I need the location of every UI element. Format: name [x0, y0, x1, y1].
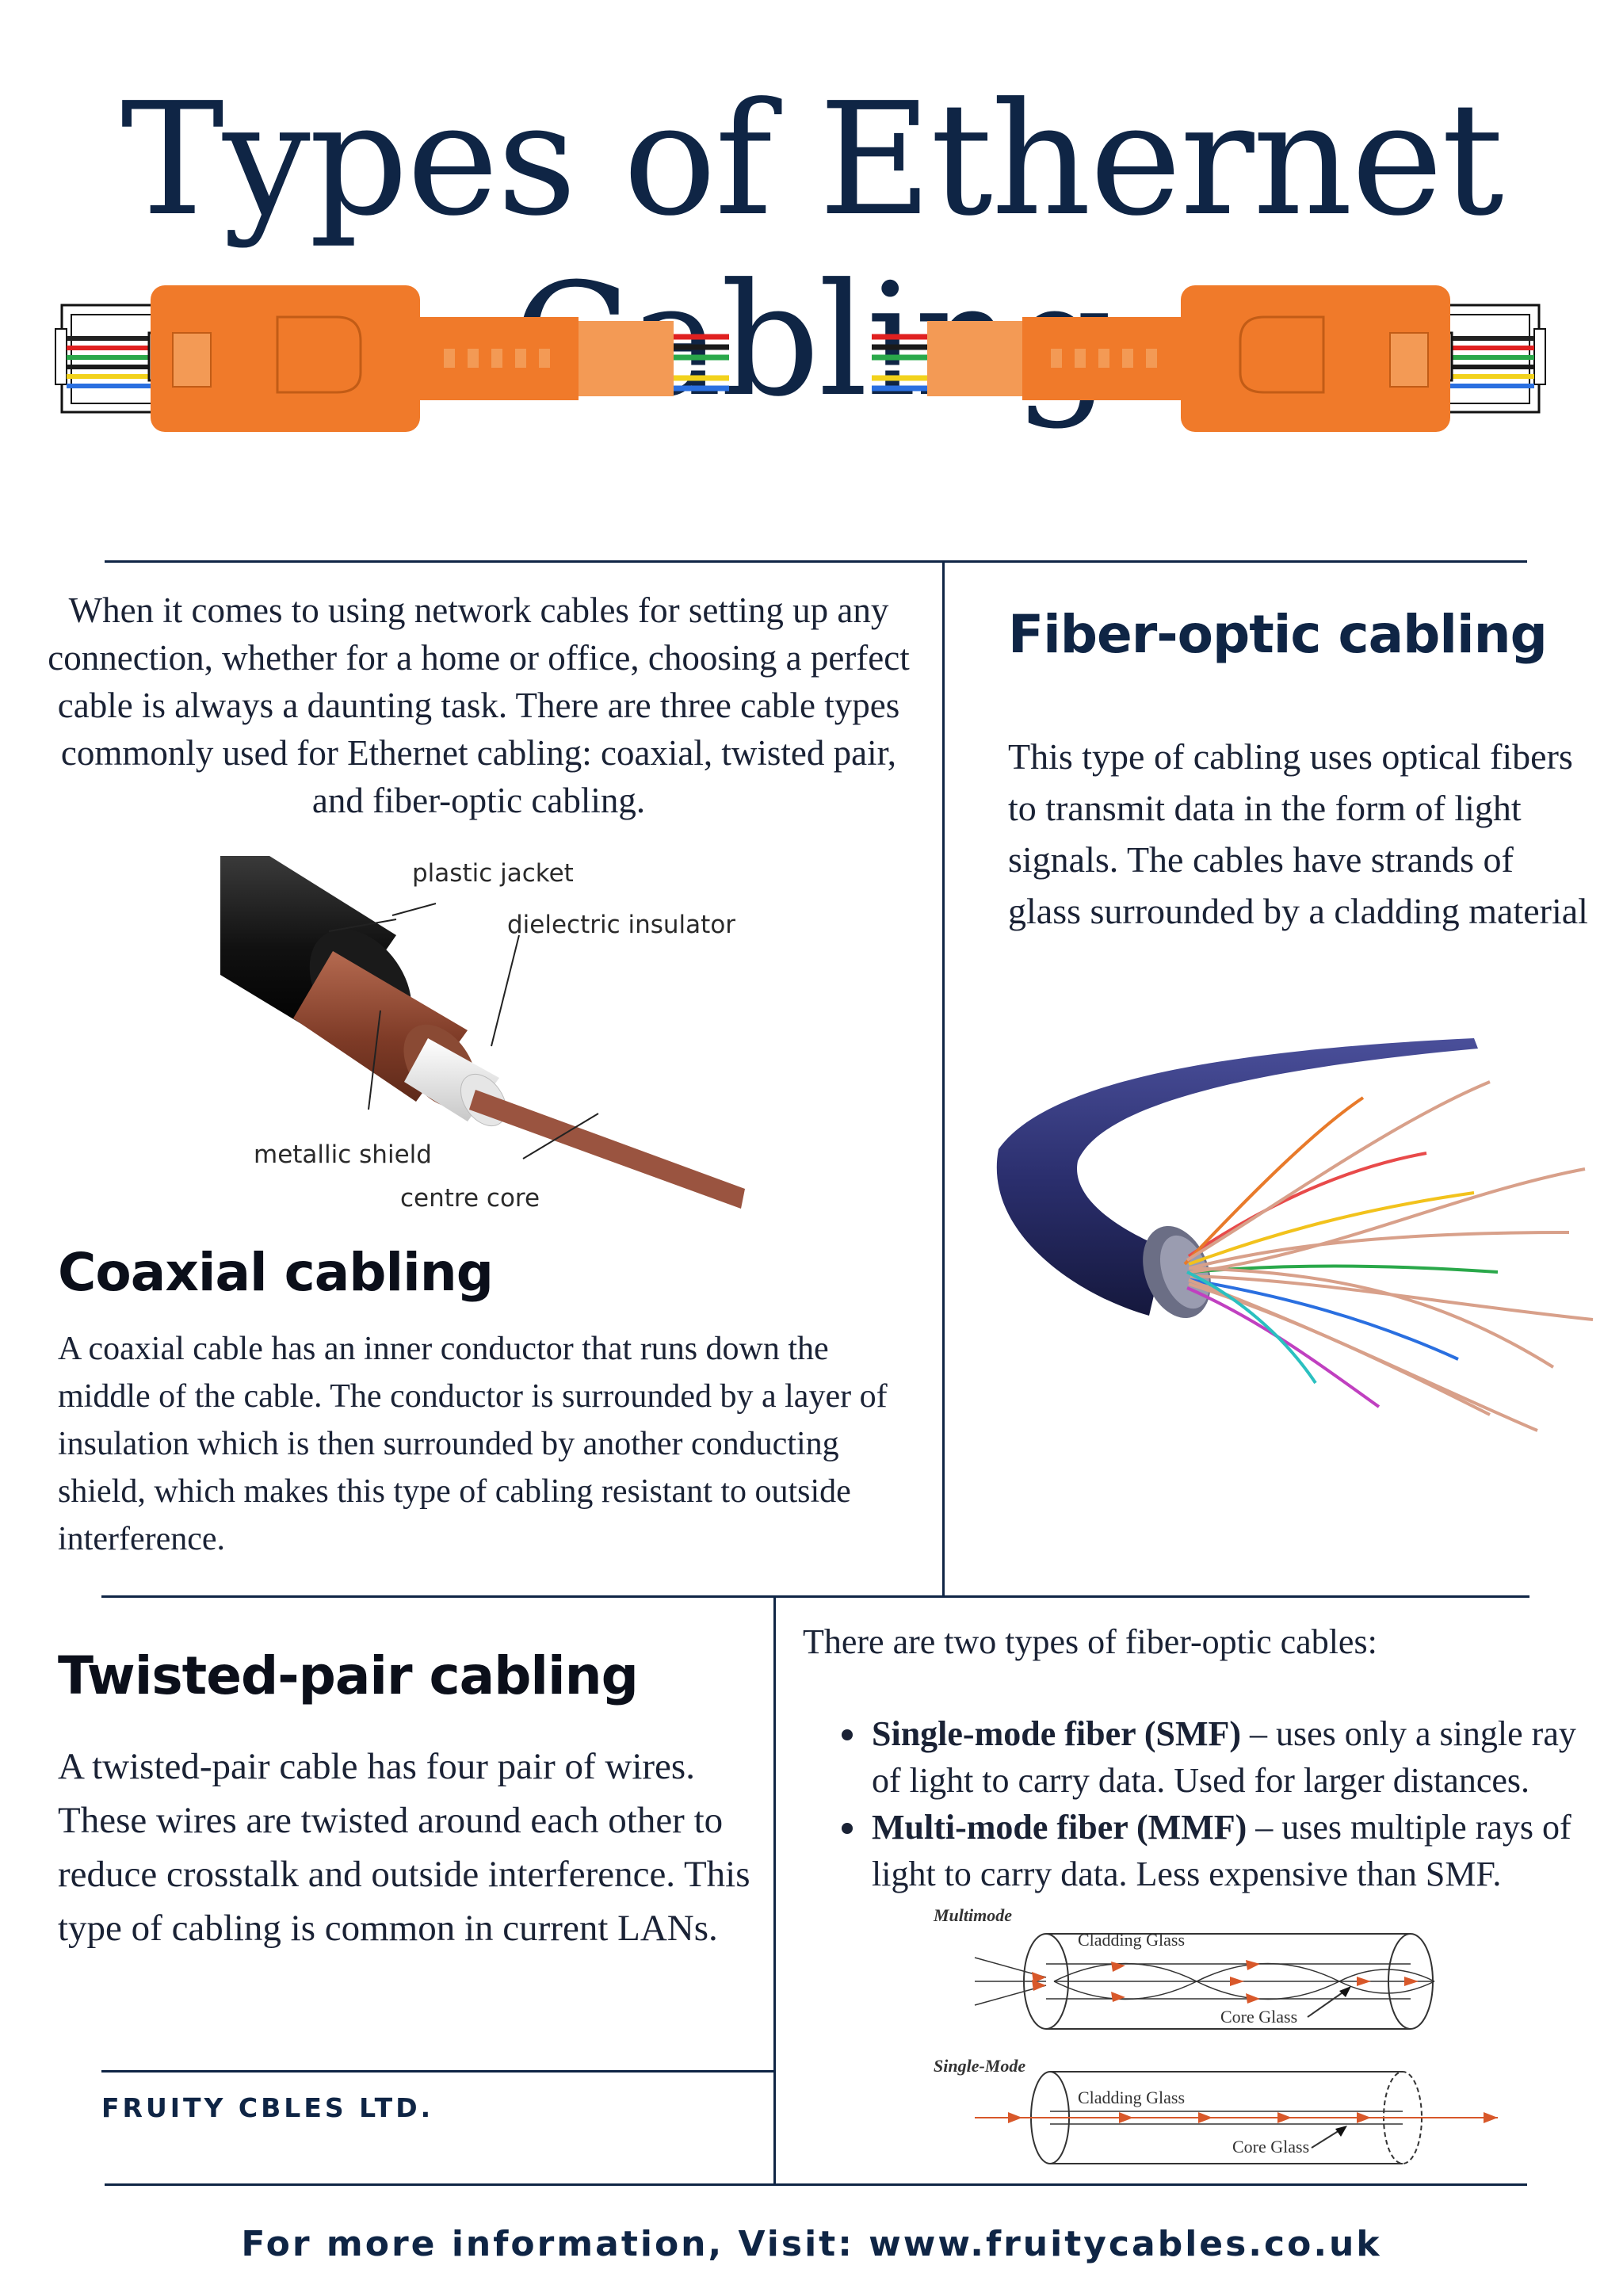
singlemode-label: Single-Mode	[934, 2056, 1025, 2076]
company-name: FRUITY CBLES LTD.	[101, 2092, 434, 2123]
twisted-pair-heading: Twisted-pair cabling	[58, 1645, 639, 1706]
coaxial-body: A coaxial cable has an inner conductor t…	[58, 1331, 888, 1557]
smf-term: Single-mode fiber (SMF)	[872, 1714, 1242, 1753]
divider-middle	[101, 1595, 1529, 1598]
mmf-term: Multi-mode fiber (MMF)	[872, 1808, 1247, 1847]
fiber-mode-diagram: Multimode Cladding Glass Core Glass Sing…	[933, 1905, 1498, 2164]
coaxial-cable-diagram: plastic jacket dielectric insulator meta…	[220, 856, 745, 1213]
label-dielectric-insulator: dielectric insulator	[507, 911, 735, 939]
fiber-types-list: Single-mode fiber (SMF) – uses only a si…	[838, 1710, 1599, 1897]
right-rj45-plug	[872, 285, 1546, 432]
bullet-icon	[842, 1823, 853, 1834]
singlemode-cladding-label: Cladding Glass	[1078, 2088, 1185, 2107]
divider-bottom	[105, 2183, 1527, 2186]
divider-vertical-upper	[942, 560, 945, 1597]
fiber-types-intro: There are two types of fiber-optic cable…	[803, 1622, 1377, 1661]
coaxial-heading: Coaxial cabling	[58, 1242, 494, 1303]
intro-paragraph: When it comes to using network cables fo…	[48, 590, 910, 820]
left-rj45-plug	[55, 285, 729, 432]
twisted-pair-body: A twisted-pair cable has four pair of wi…	[58, 1746, 750, 1949]
list-item-mmf: Multi-mode fiber (MMF) – uses multiple r…	[838, 1804, 1599, 1897]
label-centre-core: centre core	[400, 1184, 540, 1213]
multimode-label: Multimode	[933, 1905, 1012, 1925]
fiber-heading: Fiber-optic cabling	[1008, 604, 1548, 665]
list-item-smf: Single-mode fiber (SMF) – uses only a si…	[838, 1710, 1599, 1804]
footer-link-text: For more information, Visit: www.fruityc…	[241, 2224, 1382, 2264]
fiber-body: This type of cabling uses optical fibers…	[1008, 736, 1588, 931]
multimode-cladding-label: Cladding Glass	[1078, 1930, 1185, 1950]
divider-company	[101, 2070, 773, 2073]
label-metallic-shield: metallic shield	[254, 1140, 432, 1169]
divider-top	[105, 560, 1527, 563]
bullet-icon	[842, 1729, 853, 1740]
fiber-optic-cable-illustration	[996, 1038, 1594, 1432]
divider-vertical-lower	[773, 1595, 776, 2183]
mmf-desc: – uses multiple rays of light to carry d…	[872, 1808, 1571, 1893]
singlemode-core-label: Core Glass	[1232, 2137, 1309, 2157]
smf-desc: – uses only a single ray of light to car…	[872, 1714, 1576, 1800]
ethernet-cables-illustration	[55, 285, 1546, 432]
label-plastic-jacket: plastic jacket	[412, 859, 574, 888]
multimode-core-label: Core Glass	[1220, 2007, 1297, 2027]
